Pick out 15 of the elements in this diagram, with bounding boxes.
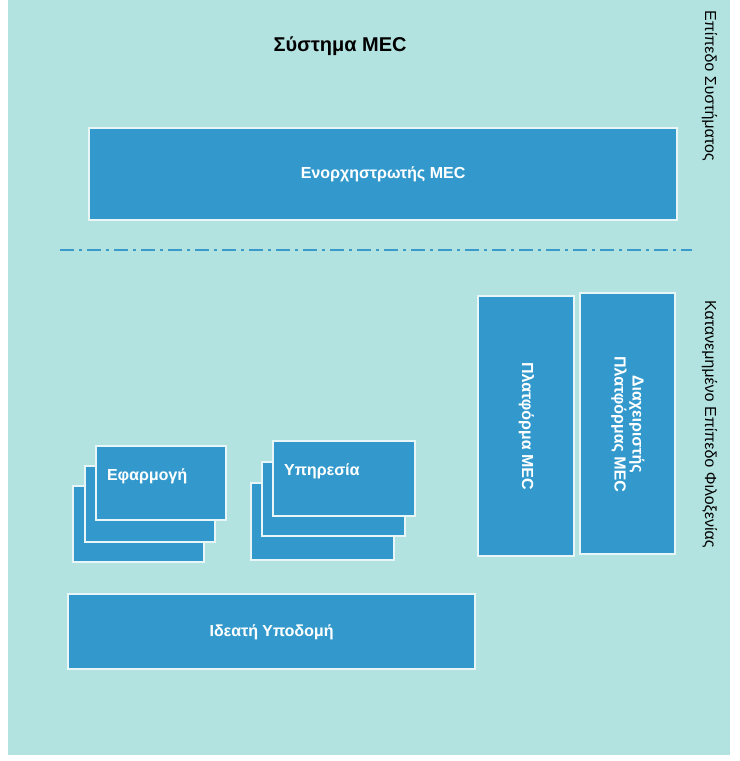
layer-label: Κατανεμημένο Επίπεδο Φιλοξενίας (700, 300, 718, 548)
stacked-cards (250, 440, 417, 562)
component-box (477, 295, 575, 557)
diagram-title: Σύστημα MEC (272, 34, 408, 57)
component-label: Ιδεατή Υποδομή (210, 622, 334, 640)
component-label: Πλατφόρμα MEC (517, 362, 535, 490)
layer-label: Επίπεδο Συστήματος (700, 10, 718, 161)
component-label: Εφαρμογή (107, 467, 188, 485)
component-label: Ενορχηστρωτής MEC (300, 165, 466, 183)
stacked-cards (72, 445, 228, 564)
component-box (88, 127, 678, 221)
component-label: Υπηρεσία (284, 462, 360, 480)
component-box (579, 292, 676, 555)
component-box (67, 593, 476, 670)
component-label: Διαχειριστής Πλατφόρμας MEC (610, 354, 646, 494)
